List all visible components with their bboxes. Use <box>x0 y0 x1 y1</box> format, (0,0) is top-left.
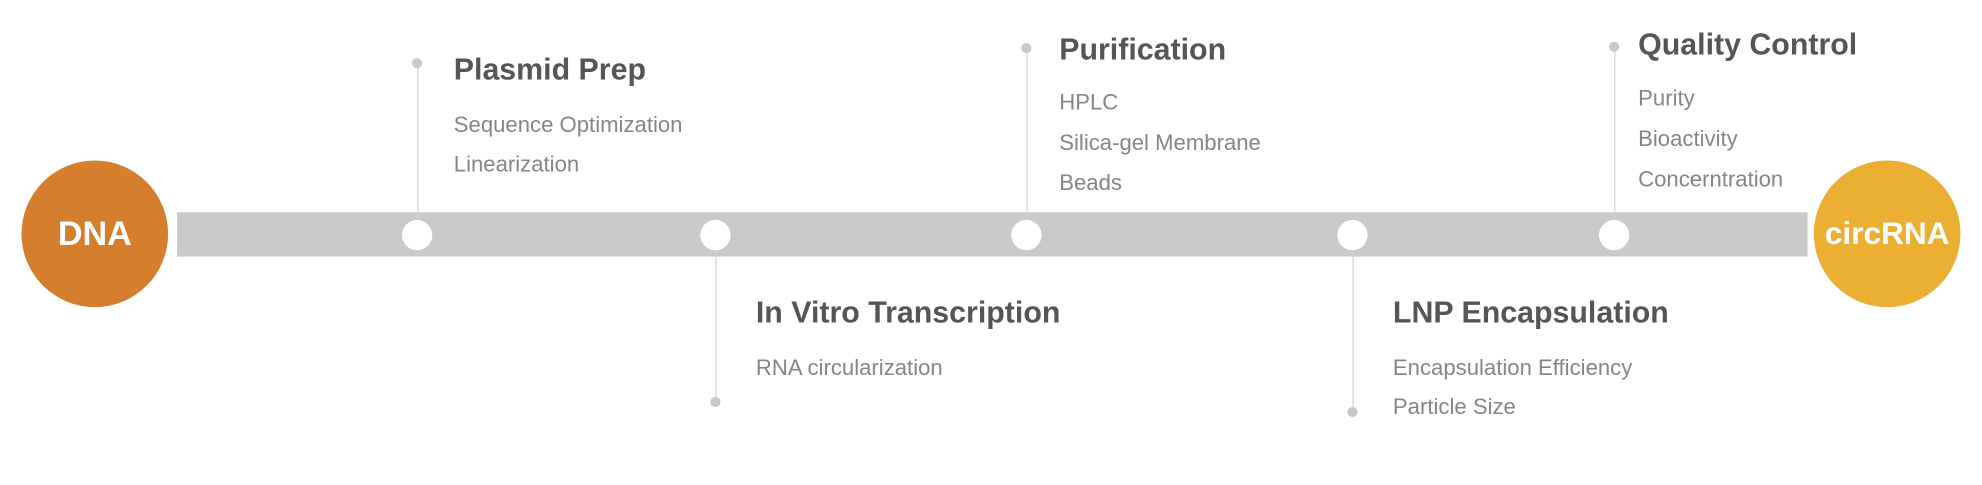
end-circle: circRNA <box>1813 160 1961 308</box>
connector-line <box>1025 48 1027 220</box>
step-item: Beads <box>1059 170 1122 196</box>
step-title: In Vitro Transcription <box>755 295 1061 330</box>
step-item: Encapsulation Efficiency <box>1392 354 1633 380</box>
step-item: Linearization <box>453 151 580 177</box>
connector-dot <box>412 58 423 69</box>
connector-line <box>416 63 418 220</box>
step-title: LNP Encapsulation <box>1392 295 1669 330</box>
start-circle: DNA <box>21 160 169 308</box>
timeline-bar <box>176 212 1808 257</box>
timeline-node <box>1011 219 1042 251</box>
connector-line <box>714 250 717 402</box>
step-item: Silica-gel Membrane <box>1059 129 1261 155</box>
connector-line <box>1613 46 1615 220</box>
step-item: Purity <box>1638 85 1695 111</box>
step-title: Plasmid Prep <box>453 53 646 88</box>
step-title: Quality Control <box>1638 27 1858 62</box>
step-item: RNA circularization <box>755 354 943 380</box>
step-item: HPLC <box>1059 89 1119 115</box>
start-label: DNA <box>57 214 132 253</box>
connector-dot <box>1609 41 1620 52</box>
step-title: Purification <box>1059 32 1227 67</box>
step-item: Concerntration <box>1638 166 1784 192</box>
timeline-node <box>1337 219 1368 251</box>
end-label: circRNA <box>1824 215 1950 251</box>
step-item: Particle Size <box>1392 393 1516 420</box>
connector-dot <box>710 396 721 408</box>
timeline-node <box>1598 219 1630 251</box>
connector-dot <box>1021 42 1032 54</box>
timeline-node <box>700 219 731 251</box>
connector-line <box>1351 250 1354 413</box>
timeline-node <box>401 219 433 251</box>
step-item: Bioactivity <box>1638 125 1738 152</box>
connector-dot <box>1347 407 1358 418</box>
step-item: Sequence Optimization <box>453 111 683 138</box>
